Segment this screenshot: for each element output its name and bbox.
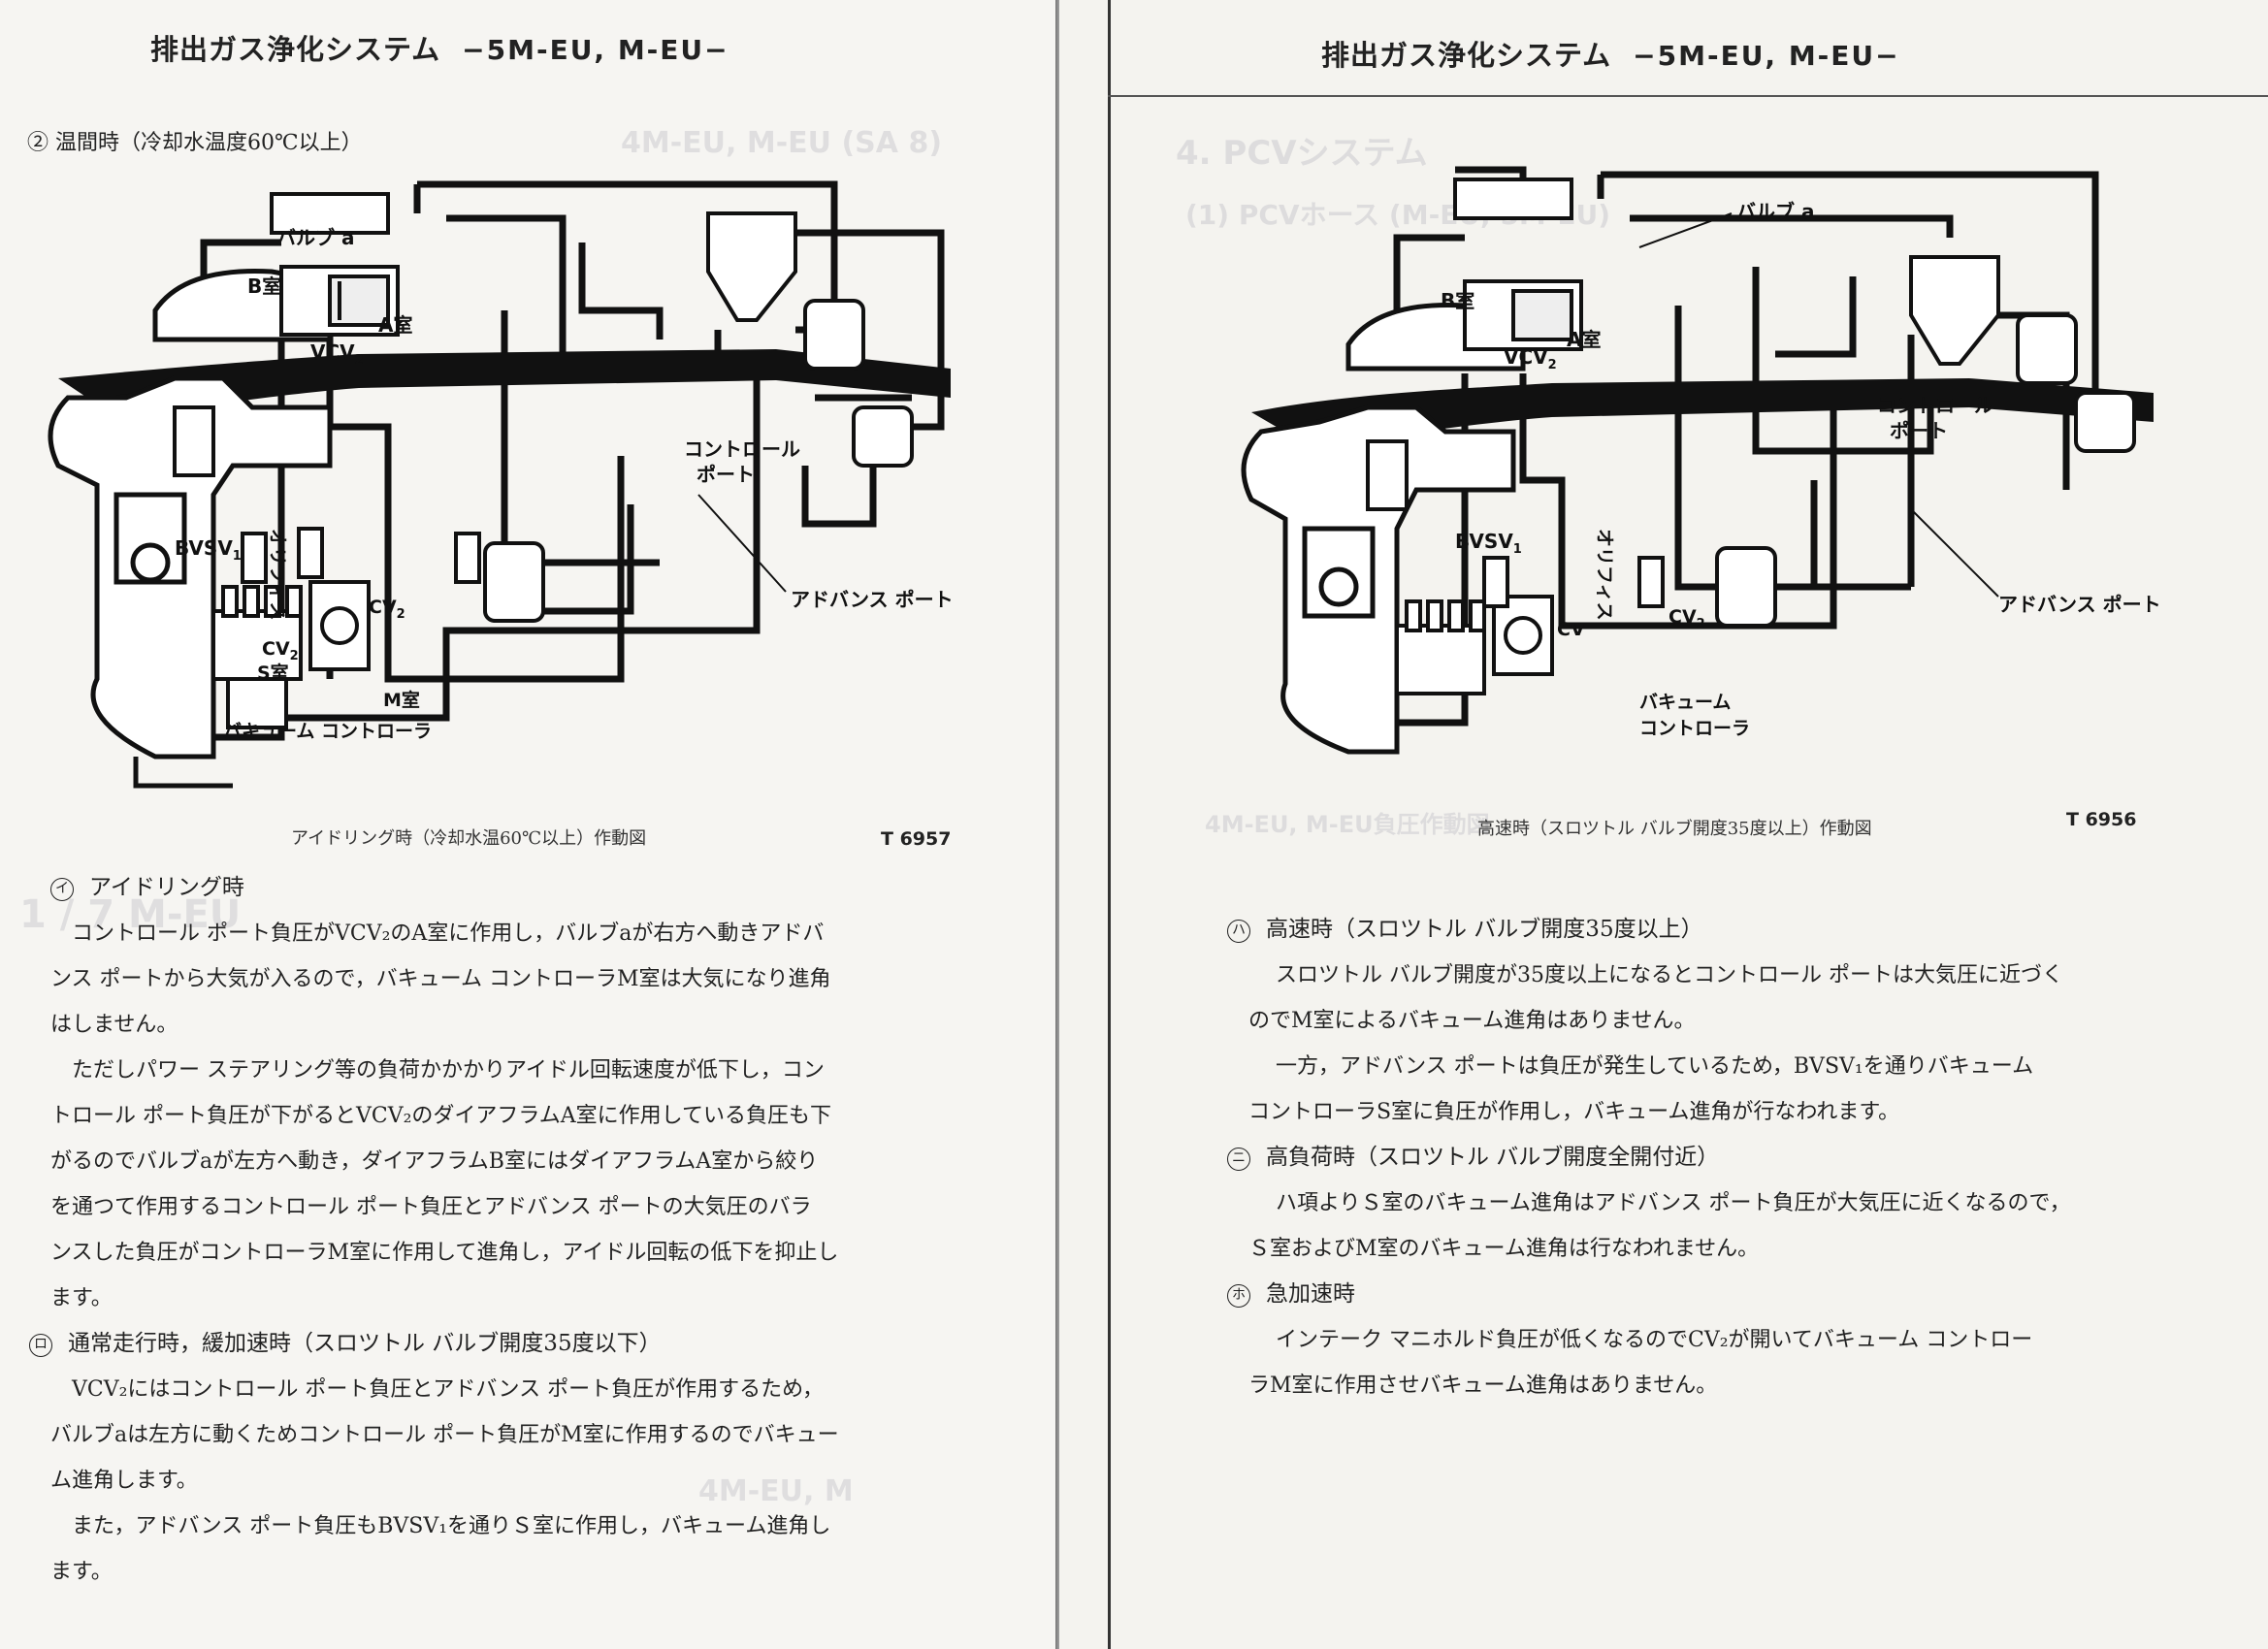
text-line: ます。 [50, 1560, 113, 1584]
engine-block [48, 375, 333, 789]
mark-ro: ロ [29, 1334, 52, 1357]
vacuum-controller [308, 580, 371, 671]
label-m-chamber: M室 [383, 689, 420, 711]
text-line: また，アドバンス ポート負圧もBVSV₁を通りＳ室に作用し，バキューム進角し [72, 1514, 831, 1538]
label-advance-port: アドバンス ポート [1998, 593, 2161, 616]
figure-number: T 6956 [2066, 809, 2137, 830]
text-line: スロツトル バルブ開度が35度以上になるとコントロール ポートは大気圧に近づく [1276, 963, 2063, 987]
text-line: ラM室に作用させバキューム進角はありません。 [1248, 1374, 1718, 1398]
paragraph-idle-title: イアイドリング時 [50, 865, 1021, 911]
carburetor [483, 211, 914, 623]
vacuum-diagram-high-speed: バルブ a B室 A室 VCV2 コントロール ポート BVSV1 CV2 アド… [1241, 166, 2161, 755]
label-valve-a: バルブ a [276, 226, 354, 249]
mark-i: イ [50, 878, 74, 901]
text-line: インテーク マニホルド負圧が低くなるのでCV₂が開いてバキューム コントロー [1276, 1328, 2033, 1352]
label-vacuum-controller: バキューム コントローラ [223, 721, 432, 742]
label-chamber-b: B室 [1441, 289, 1474, 312]
vacuum-diagram-idle: バルブ a B室 A室 VCV2 コントロール ポート BVSV1 CV2 アド… [48, 180, 954, 789]
label-vcv: VCV2 [310, 340, 364, 368]
text-line: VCV₂にはコントロール ポート負圧とアドバンス ポート負圧が作用するため， [72, 1377, 824, 1402]
text-line: 一方，アドバンス ポートは負圧が発生しているため，BVSV₁を通りバキューム [1276, 1054, 2034, 1079]
mark-ho: ホ [1227, 1284, 1250, 1308]
header-model: −5M-EU, M-EU− [462, 34, 729, 66]
left-body-text: イアイドリング時 コントロール ポート負圧がVCV₂のA室に作用し，バルブaが右… [29, 865, 1021, 1595]
label-orifice: オリフィス [267, 529, 288, 621]
paragraph-rapid-accel-title: ホ急加速時 [1227, 1272, 2236, 1317]
text-line: ハ項よりＳ室のバキューム進角はアドバンス ポート負圧が大気圧に近くなるので， [1276, 1191, 2071, 1215]
label-bvsv: BVSV1 [1455, 530, 1522, 557]
label-control-port: コントロール [1877, 394, 1993, 417]
figure-caption: アイドリング時（冷却水温60℃以上）作動図 [291, 828, 647, 849]
section-heading: ② 温間時（冷却水温度60℃以上） [27, 131, 363, 155]
label-vcv: VCV2 [1504, 345, 1557, 372]
text-line: はしません。 [50, 1013, 178, 1037]
label-control-port: コントロール [684, 437, 800, 461]
check-valves [241, 527, 481, 584]
text-line: を通つて作用するコントロール ポート負圧とアドバンス ポートの大気圧のバラ [50, 1195, 812, 1219]
vcv2-valve [270, 192, 400, 337]
label-cv: CV2 [262, 638, 299, 663]
label-control-port-2: ポート [697, 463, 755, 486]
text-line: ンス ポートから大気が入るので，バキューム コントローラM室は大気になり進角 [50, 967, 831, 991]
text-line: コントローラS室に負圧が作用し，バキューム進角が行なわれます。 [1248, 1100, 1900, 1124]
text-line: のでM室によるバキューム進角はありません。 [1248, 1009, 1696, 1033]
page-header: 排出ガス浄化システム −5M-EU, M-EU− [150, 27, 729, 68]
label-orifice: オリフィス [1594, 529, 1615, 621]
intake-manifold [58, 349, 951, 417]
mark-ha: ハ [1227, 920, 1250, 943]
text-line: コントロール ポート負圧がVCV₂のA室に作用し，バルブaが右方へ動きアドバ [72, 922, 825, 946]
label-cv: CV [1557, 619, 1585, 640]
text-line: ただしパワー ステアリング等の負荷かかかりアイドル回転速度が低下し，コン [72, 1058, 825, 1083]
distributor [1395, 599, 1486, 695]
header-model: −5M-EU, M-EU− [1633, 40, 1900, 72]
bvsv-valve [173, 405, 215, 477]
engine-block [1241, 404, 1516, 755]
bvsv-valve [1366, 439, 1409, 511]
mark-ni: ニ [1227, 1148, 1250, 1171]
paragraph-cruise-title: ロ通常走行時，緩加速時（スロツトル バルブ開度35度以下） [29, 1321, 1021, 1367]
right-page: 4. PCVシステム (1) PCVホース (M-EU, 5M-EU) 4M-E… [1059, 0, 2268, 1649]
carburetor [1715, 255, 2136, 628]
figure-number: T 6957 [881, 828, 952, 850]
text-line: Ｓ室およびM室のバキューム進角は行なわれません。 [1248, 1237, 1760, 1261]
show-through-text: 4M-EU, M [698, 1474, 854, 1508]
text-line: ます。 [50, 1286, 113, 1310]
header-title: 排出ガス浄化システム [1321, 39, 1612, 72]
right-page-frame [1108, 0, 2268, 1649]
intake-manifold [1251, 378, 2154, 446]
label-valve-a: バルブ a [1736, 200, 1814, 223]
label-cv2: CV2 [369, 597, 405, 622]
header-rule [1108, 95, 2268, 97]
text-line: バルブaは左方に動くためコントロール ポート負圧がM室に作用するのでバキュー [50, 1423, 839, 1447]
show-through-text: 4M-EU, M-EU負圧作動図 [1205, 811, 1490, 838]
distributor [211, 585, 303, 729]
label-bvsv: BVSV1 [175, 536, 242, 564]
label-control-port-2: ポート [1890, 419, 1948, 442]
vacuum-controller [1492, 595, 1554, 676]
show-through-text: 4M-EU, M-EU (SA 8) [621, 126, 943, 160]
vcv2-valve [1453, 178, 1583, 351]
label-chamber-a: A室 [1567, 328, 1601, 351]
page-header: 排出ガス浄化システム −5M-EU, M-EU− [1321, 33, 1900, 74]
label-chamber-a: A室 [378, 313, 412, 337]
paragraph-high-load-title: ニ高負荷時（スロツトル バルブ開度全開付近） [1227, 1135, 2236, 1180]
label-s-chamber: S室 [257, 662, 289, 684]
text-line: がるのでバルブaが左方へ動き，ダイアフラムB室にはダイアフラムA室から絞り [50, 1149, 819, 1174]
label-vacuum-controller: バキューム [1639, 692, 1731, 713]
text-line: ンスした負圧がコントローラM室に作用して進角し，アイドル回転の低下を抑止し [50, 1241, 839, 1265]
label-advance-port: アドバンス ポート [791, 588, 954, 611]
label-vacuum-controller-2: コントローラ [1639, 718, 1750, 739]
text-line: トロール ポート負圧が下がるとVCV₂のダイアフラムA室に作用している負圧も下 [50, 1104, 831, 1128]
right-body-text: ハ高速時（スロツトル バルブ開度35度以上） スロツトル バルブ開度が35度以上… [1227, 907, 2236, 1408]
left-page: 4M-EU, M-EU (SA 8) 1 / 7 M-EU 4M-EU, M 排… [0, 0, 1059, 1649]
figure-caption: 高速時（スロツトル バルブ開度35度以上）作動図 [1477, 819, 1872, 839]
check-valves [1482, 556, 1665, 608]
label-cv2: CV2 [1669, 606, 1705, 631]
paragraph-high-speed-title: ハ高速時（スロツトル バルブ開度35度以上） [1227, 907, 2236, 953]
label-chamber-b: B室 [247, 275, 281, 298]
header-title: 排出ガス浄化システム [150, 33, 441, 66]
show-through-text: 4. PCVシステム [1176, 134, 1428, 173]
text-line: ム進角します。 [50, 1469, 198, 1493]
